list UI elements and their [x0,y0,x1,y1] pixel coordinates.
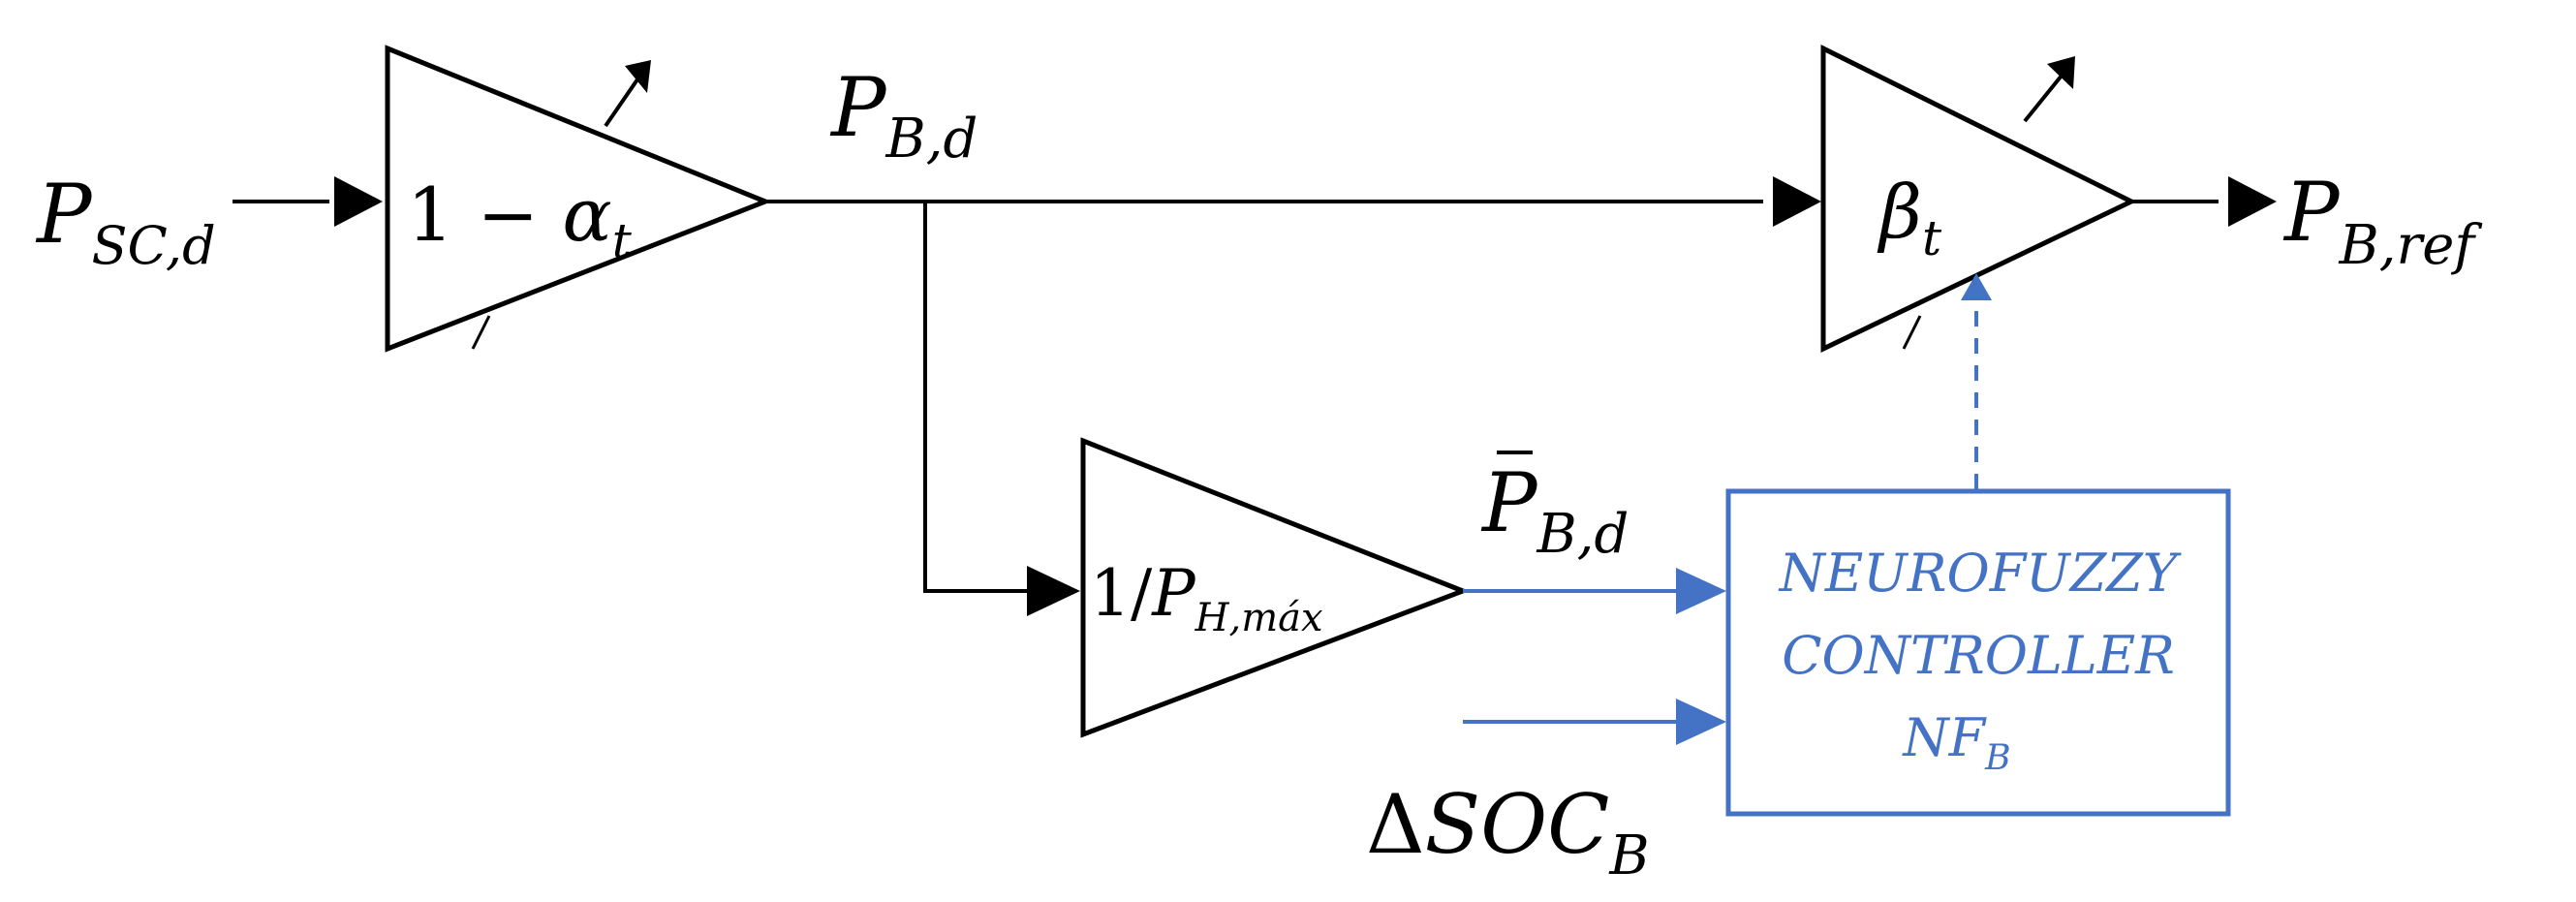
gain2-prefix: 1/ [1090,556,1153,631]
input-label-main: P [35,167,93,262]
gain1-tuning-tick [471,315,491,350]
pbar-label: PB,d [1480,451,1629,566]
arrowhead-controller-input2 [1676,699,1726,745]
arrowhead-output [2228,176,2277,227]
gain1-prefix: 1 − [407,171,562,258]
gain2-subscript: H,máx [1195,596,1323,640]
gain1-subscript: t [612,213,633,269]
gain2-symbol: P [1151,556,1196,631]
arrowhead-gain1-input [334,176,383,227]
controller-line2: CONTROLLER [1782,625,2175,686]
dsoc-delta: Δ [1366,777,1425,872]
blue-arrowheads [1676,273,1992,745]
input-label-sub: SC,d [92,215,216,276]
svg-text:PB,d: PB,d [1480,455,1629,566]
controller-wires [1463,291,1978,724]
gain1-symbol: α [562,171,611,258]
arrowhead-gain2-input [1027,566,1080,616]
svg-text:βt: βt [1877,169,1942,266]
svg-text:ΔSOCB: ΔSOCB [1366,777,1650,887]
gain3-tuning-arrow [2023,74,2064,123]
dsoc-label-main: SOC [1425,777,1610,872]
pbd-label-sub: B,d [885,108,978,171]
gain1-block: 1 − αt [385,45,772,353]
svg-text:NFB: NFB [1901,707,2010,778]
arrowhead-gain3-input [1773,176,1821,227]
gain3-subscript: t [1922,210,1942,266]
svg-text:1/PH,máx: 1/PH,máx [1090,556,1323,640]
svg-text:PB,d: PB,d [829,60,978,171]
dsoc-label-sub: B [1608,824,1649,887]
gain3-tuning-arrowhead [2047,56,2075,89]
gain1-triangle [385,45,772,353]
output-label-main: P [2282,165,2341,260]
pbar-label-main: P [1480,455,1538,550]
svg-text:PSC,d: PSC,d [35,167,216,276]
gain3-block: βt [1820,44,2137,353]
pbar-label-sub: B,d [1536,503,1629,566]
gain3-tuning-tick [1902,315,1922,350]
signal-wires [233,200,2219,593]
svg-text:PB,ref: PB,ref [2282,165,2483,277]
arrowhead-controller-to-gain3 [1961,273,1992,300]
controller-box [1725,488,2231,817]
controller-line1: NEUROFUZZY [1778,543,2182,604]
gain1-tuning-arrow [604,78,639,128]
gain3-symbol: β [1877,169,1922,255]
pbd-label-main: P [829,60,887,155]
gain2-triangle [1080,437,1470,738]
neurofuzzy-controller: NEUROFUZZY CONTROLLER NFB [1725,488,2231,817]
gain2-block: 1/PH,máx [1080,437,1470,738]
wire-branch-to-gain2 [923,202,1027,593]
svg-text:1 − αt: 1 − αt [407,171,633,269]
controller-line3-sub: B [1984,738,2010,778]
arrowhead-controller-input1 [1676,568,1726,614]
output-label-sub: B,ref [2339,214,2484,277]
arrowheads [334,176,2277,616]
controller-line3-main: NF [1901,707,1987,768]
gain1-tuning-arrowhead [625,60,651,93]
gain3-triangle [1820,44,2137,353]
